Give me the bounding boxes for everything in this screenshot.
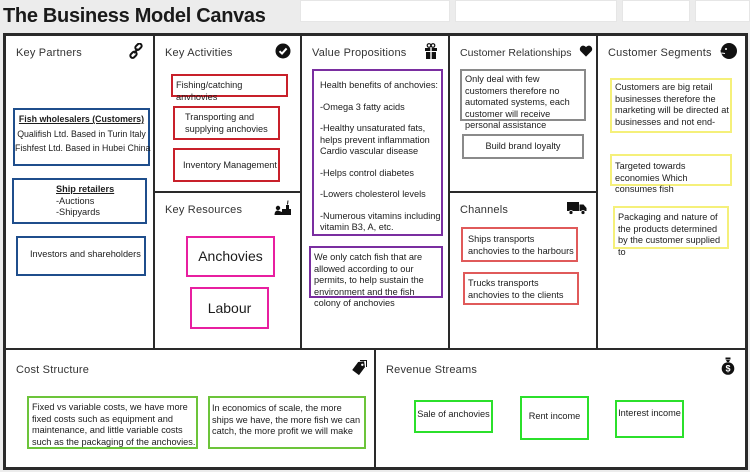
note-line: Fixed vs variable costs, we have more fi… bbox=[32, 402, 196, 447]
key-activities-section: Key Activities Fishing/catching anvhovie… bbox=[155, 36, 300, 191]
checkmark-icon bbox=[274, 42, 292, 60]
section-title: Revenue Streams bbox=[386, 364, 478, 376]
section-title: Cost Structure bbox=[16, 364, 90, 376]
value-note: We only catch fish that are allowed acco… bbox=[309, 246, 443, 308]
factory-worker-icon bbox=[274, 199, 292, 217]
money-bag-icon: $ bbox=[719, 357, 737, 375]
note-line: Rent income bbox=[528, 411, 581, 421]
note-line: Transporting and supplying anchovies bbox=[185, 112, 268, 134]
note-line: -Omega 3 fatty acids bbox=[320, 101, 405, 112]
truck-icon bbox=[566, 199, 588, 217]
key-partners-section: Key Partners Fish wholesalers (Customers… bbox=[6, 36, 153, 348]
note-line: We only catch fish that are allowed acco… bbox=[314, 252, 424, 308]
link-icon bbox=[127, 42, 145, 60]
section-title: Key Resources bbox=[165, 204, 243, 216]
resource-note: Labour bbox=[190, 287, 269, 329]
divider bbox=[448, 191, 598, 193]
partner-note: Investors and shareholders bbox=[16, 236, 146, 276]
business-model-canvas: Key Partners Fish wholesalers (Customers… bbox=[3, 33, 748, 470]
gift-icon bbox=[422, 42, 440, 60]
customer-segments-section: Customer Segments Customers are big reta… bbox=[598, 36, 745, 348]
activity-note: Transporting and supplying anchovies bbox=[173, 106, 280, 140]
activity-note: Fishing/catching anvhovies bbox=[171, 74, 288, 102]
page-title: The Business Model Canvas bbox=[3, 5, 266, 27]
note-line: Labour bbox=[207, 300, 252, 316]
header-box bbox=[300, 0, 450, 22]
segment-note: Targeted towards economies Which consume… bbox=[610, 154, 732, 194]
note-heading: Ship retailers bbox=[56, 184, 115, 194]
note-line: -Lowers cholesterol levels bbox=[320, 189, 426, 199]
heart-icon bbox=[579, 42, 593, 60]
note-line: Trucks transports anchovies to the clien… bbox=[468, 278, 564, 300]
section-title: Customer Segments bbox=[608, 47, 712, 59]
note-line: Anchovies bbox=[198, 248, 263, 264]
revenue-note: Rent income bbox=[520, 396, 589, 440]
section-title: Channels bbox=[460, 204, 509, 216]
relationship-note: Build brand loyalty bbox=[462, 134, 584, 159]
note-line: Qualifish Ltd. Based in Turin Italy bbox=[17, 129, 146, 139]
segment-note: Packaging and nature of the products det… bbox=[613, 206, 729, 257]
channels-section: Channels Ships transports anchovies to t… bbox=[450, 193, 596, 348]
divider bbox=[153, 191, 302, 193]
relationship-note: Only deal with few customers therefore n… bbox=[460, 69, 586, 130]
revenue-streams-section: Revenue Streams $ Sale of anchovies Rent… bbox=[376, 350, 745, 467]
note-line: Only deal with few customers therefore n… bbox=[465, 74, 570, 130]
header-box bbox=[622, 0, 690, 22]
face-icon bbox=[719, 42, 737, 60]
note-line: In economics of scale, the more ships we… bbox=[212, 403, 361, 436]
partner-note: Ship retailers -Auctions -Shipyards bbox=[12, 178, 147, 224]
note-line: Inventory Management bbox=[183, 160, 277, 170]
note-line: -Healthy unsaturated fats, helps prevent… bbox=[320, 123, 430, 156]
note-line: Ships transports anchovies to the harbou… bbox=[468, 234, 574, 256]
cost-note: In economics of scale, the more ships we… bbox=[208, 396, 366, 449]
note-line: Investors and shareholders bbox=[30, 249, 141, 259]
note-line: Sale of anchovies bbox=[417, 409, 490, 419]
revenue-note: Interest income bbox=[615, 400, 684, 438]
note-line: Health benefits of anchovies: bbox=[320, 80, 438, 90]
note-line: Packaging and nature of the products det… bbox=[618, 212, 721, 257]
section-title: Value Propositions bbox=[312, 47, 407, 59]
note-line: Targeted towards economies Which consume… bbox=[615, 161, 688, 194]
section-title: Customer Relationships bbox=[460, 47, 572, 59]
cost-note: Fixed vs variable costs, we have more fi… bbox=[27, 396, 198, 449]
activity-note: Inventory Management bbox=[173, 148, 280, 182]
note-line: Interest income bbox=[618, 408, 681, 418]
note-line: -Shipyards bbox=[56, 207, 100, 217]
value-propositions-section: Value Propositions Health benefits of an… bbox=[302, 36, 448, 348]
note-line: Fishing/catching anvhovies bbox=[176, 80, 243, 102]
channel-note: Trucks transports anchovies to the clien… bbox=[463, 272, 579, 305]
svg-text:$: $ bbox=[725, 364, 730, 374]
note-heading: Fish wholesalers (Customers) bbox=[18, 114, 145, 124]
section-title: Key Activities bbox=[165, 47, 233, 59]
note-line: Fishfest Ltd. Based in Hubei China bbox=[15, 143, 151, 153]
channel-note: Ships transports anchovies to the harbou… bbox=[461, 227, 578, 262]
resource-note: Anchovies bbox=[186, 236, 275, 277]
header-box bbox=[455, 0, 617, 22]
note-line: -Helps control diabetes bbox=[320, 167, 414, 178]
segment-note: Customers are big retail businesses ther… bbox=[610, 78, 732, 133]
note-line: -Auctions bbox=[56, 195, 95, 206]
value-note: Health benefits of anchovies: -Omega 3 f… bbox=[312, 69, 443, 236]
header-box bbox=[695, 0, 750, 22]
key-resources-section: Key Resources Anchovies Labour bbox=[155, 193, 300, 348]
note-line: Customers are big retail businesses ther… bbox=[615, 82, 729, 133]
revenue-note: Sale of anchovies bbox=[414, 400, 493, 433]
note-line: -Numerous vitamins including vitamin B3,… bbox=[320, 210, 441, 233]
section-title: Key Partners bbox=[16, 47, 82, 59]
tag-icon bbox=[350, 359, 368, 377]
cost-structure-section: Cost Structure Fixed vs variable costs, … bbox=[6, 350, 374, 467]
customer-relationships-section: Customer Relationships Only deal with fe… bbox=[450, 36, 596, 191]
note-line: Build brand loyalty bbox=[485, 141, 561, 151]
divider bbox=[374, 348, 376, 467]
partner-note: Fish wholesalers (Customers) Qualifish L… bbox=[13, 108, 150, 166]
